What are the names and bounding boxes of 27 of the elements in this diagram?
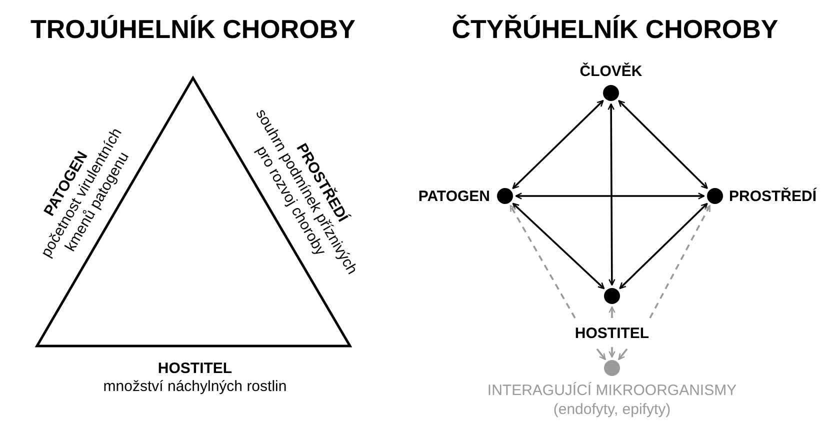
node-dot [707,188,723,204]
node-dot [497,188,513,204]
arrow [618,348,628,360]
arrow [512,202,605,290]
arrow [510,204,576,318]
node-label: HOSTITEL [574,325,650,343]
heading: ČTYŘÚHELNÍK CHOROBY [450,14,780,45]
arrow [596,348,606,360]
arrow [608,347,616,358]
node-dot [604,360,620,376]
node-dot [603,85,619,101]
arrow [512,100,604,189]
side-label: HOSTITEL [156,360,234,378]
arrow [608,306,616,318]
node-label: INTERAGUJÍCÍ MIKROORGANISMY [487,382,737,400]
arrow [649,205,711,318]
arrow [515,192,705,200]
side-description: množství náchylných rostlin [102,378,288,396]
node-label: PROSTŘEDÍ [729,188,817,206]
node-label: (endofyty, epifyty) [553,401,671,419]
heading: TROJÚHELNÍK CHOROBY [29,14,356,45]
node-label: ČLOVĚK [580,63,642,81]
arrow [619,203,708,289]
arrow [618,100,708,189]
arrow [608,103,616,286]
node-label: PATOGEN [418,188,490,206]
node-dot [604,288,620,304]
